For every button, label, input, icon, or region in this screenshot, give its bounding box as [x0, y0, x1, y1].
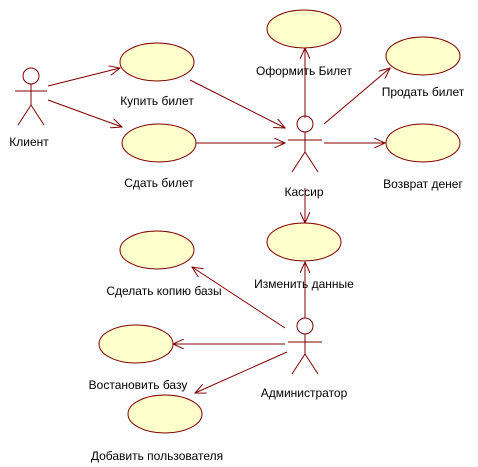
link-buy-cashier: [189, 79, 285, 128]
usecase-add-user-label: Добавить пользователя: [91, 449, 223, 463]
actor-cashier-label: Кассир: [284, 185, 323, 199]
associations: [47, 48, 390, 393]
actor-client-label: Клиент: [9, 135, 49, 149]
link-cashier-sell: [323, 68, 390, 125]
usecase-buy-ticket: [119, 42, 195, 82]
actor-admin-figure: [288, 317, 322, 375]
link-client-return: [47, 99, 122, 127]
actor-cashier-figure: [288, 115, 322, 173]
link-client-buy: [47, 68, 120, 87]
usecase-refund-label: Возврат денег: [383, 177, 463, 191]
link-admin-add: [195, 351, 288, 393]
usecase-backup-db: [119, 230, 195, 270]
usecase-change-data: [266, 222, 342, 262]
usecase-issue-ticket: [266, 9, 342, 49]
usecase-restore-db: [98, 324, 174, 364]
usecase-restore-db-label: Востановить базу: [89, 378, 188, 392]
usecase-sell-ticket: [385, 36, 461, 76]
usecase-refund: [385, 123, 461, 163]
usecase-return-ticket-label: Сдать билет: [124, 176, 194, 190]
usecase-add-user: [127, 394, 203, 434]
usecase-change-data-label: Изменить данные: [254, 277, 354, 291]
usecase-return-ticket: [121, 123, 197, 163]
actor-client-figure: [15, 67, 47, 126]
usecase-sell-ticket-label: Продать билет: [382, 85, 465, 99]
usecase-backup-db-label: Сделать копию базы: [106, 284, 221, 298]
actor-admin-label: Администратор: [261, 386, 348, 400]
usecase-buy-ticket-label: Купить билет: [120, 94, 194, 108]
use-cases: [98, 9, 461, 434]
link-admin-backup: [192, 267, 286, 329]
usecase-issue-ticket-label: Оформить Билет: [256, 64, 352, 78]
